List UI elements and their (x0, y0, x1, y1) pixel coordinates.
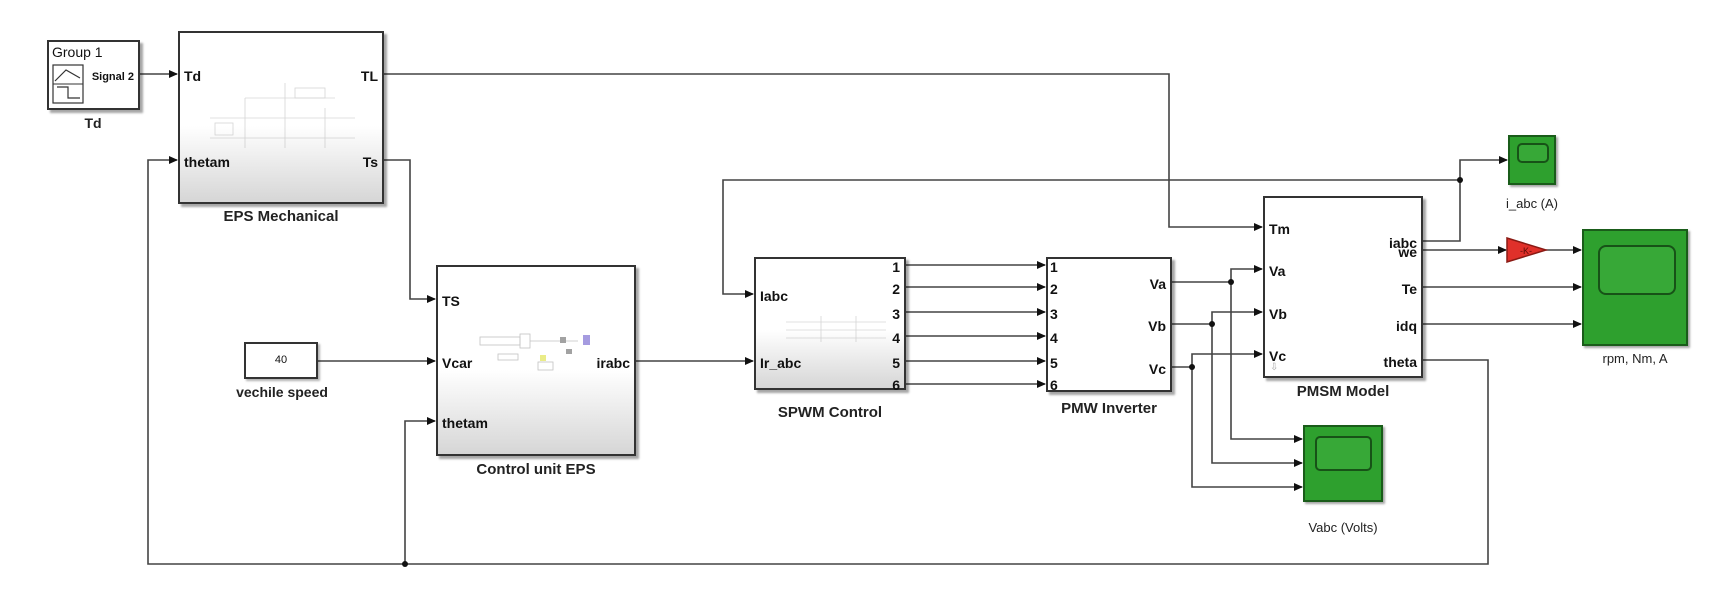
wire-vc-scope (1191, 367, 1303, 491)
scope-screen-icon (1315, 436, 1372, 471)
port-thetam: thetam (184, 154, 230, 170)
port-out-4: 4 (892, 330, 900, 346)
port-in-3: 3 (1050, 306, 1058, 322)
junction-dot (1209, 321, 1215, 327)
port-thetam-in: thetam (442, 415, 488, 431)
port-ts-in: TS (442, 293, 460, 309)
signal-builder-block[interactable]: Group 1 Signal 2 (47, 40, 140, 110)
port-we-label: we (1398, 244, 1417, 260)
port-vb-out: Vb (1148, 318, 1166, 334)
scope-vabc[interactable] (1303, 425, 1383, 502)
port-out-6: 6 (892, 377, 900, 393)
port-theta: theta (1383, 354, 1417, 370)
wire-tl-tm (384, 73, 1263, 231)
vehicle-speed-constant[interactable]: 40 (244, 342, 318, 379)
scope-screen-icon (1598, 245, 1676, 295)
port-in-1: 1 (1050, 259, 1058, 275)
gain-block: -K- (1506, 236, 1549, 264)
port-vc-in: Vc (1269, 348, 1287, 364)
port-idq: idq (1396, 318, 1417, 334)
spwm-control-block[interactable]: Iabc Ir_abc 1 2 3 4 5 6 (754, 257, 906, 393)
signal-builder-icon (52, 64, 84, 104)
port-iabc-out: iabc (1388, 235, 1417, 251)
signal-builder-name: Td (84, 115, 102, 131)
port-out-2: 2 (892, 281, 900, 297)
conn-port-icon: ⇩ (1270, 362, 1279, 373)
port-out-5: 5 (892, 355, 900, 371)
wire-theta-loop (147, 156, 1489, 565)
junction-dot (1457, 177, 1463, 183)
wire-va-scope (1230, 282, 1303, 443)
port-out-3: 3 (892, 306, 900, 322)
wire-vb (1172, 308, 1263, 325)
group-label: Group 1 (52, 44, 103, 60)
junction-dot (402, 561, 408, 567)
port-tl: TL (360, 68, 378, 84)
port-in-5: 5 (1050, 355, 1058, 371)
port-td: Td (184, 68, 202, 84)
signal-label: Signal 2 (91, 71, 134, 83)
pmsm-model-block[interactable]: Tm Va Vb Vc ⇩ iabc we we Te idq theta (1263, 196, 1423, 378)
eps-mechanical-block[interactable]: Td thetam TL Ts (178, 31, 384, 204)
wire-vc (1172, 350, 1263, 368)
scope-rpm-label: rpm, Nm, A (1602, 351, 1668, 366)
subsystem-preview-icon (210, 83, 355, 148)
port-va-in: Va (1269, 263, 1286, 279)
port-vcar: Vcar (442, 355, 473, 371)
eps-mechanical-label: EPS Mechanical (223, 208, 339, 225)
port-tm: Tm (1269, 221, 1290, 237)
control-unit-block[interactable]: TS Vcar thetam irabc (436, 265, 636, 456)
port-te: Te (1401, 281, 1417, 297)
wire-vb-scope (1211, 324, 1303, 467)
scope-rpm-nm-a[interactable] (1582, 229, 1688, 346)
port-iabc-in: Iabc (760, 288, 789, 304)
pmsm-model-label: PMSM Model (1296, 383, 1390, 400)
wire-theta-ctrl (404, 417, 436, 564)
port-vc-out: Vc (1148, 361, 1166, 377)
scope-iabc[interactable] (1508, 135, 1556, 185)
scope-iabc-label: i_abc (A) (1505, 196, 1559, 211)
port-in-6: 6 (1050, 377, 1058, 393)
port-in-2: 2 (1050, 281, 1058, 297)
port-va-out: Va (1149, 276, 1166, 292)
port-in-4: 4 (1050, 330, 1058, 346)
port-out-1: 1 (892, 259, 900, 275)
pmw-inverter-label: PMW Inverter (1061, 400, 1157, 417)
port-vb-in: Vb (1269, 306, 1287, 322)
wire-iabc-feedback (722, 179, 1461, 298)
scope-screen-icon (1517, 143, 1549, 163)
vehicle-speed-label: vechile speed (236, 384, 328, 400)
wire-va (1172, 265, 1263, 283)
port-ts: Ts (362, 154, 378, 170)
port-irabc: irabc (596, 355, 630, 371)
wire-iabc-scope (1459, 156, 1508, 180)
junction-dot (1228, 279, 1234, 285)
gain-symbol: -K- (1520, 246, 1532, 256)
wire-ts (384, 159, 436, 303)
subsystem-preview-icon (479, 333, 590, 371)
junction-dot (1189, 364, 1195, 370)
spwm-control-label: SPWM Control (777, 404, 883, 421)
subsystem-preview-icon (786, 316, 886, 342)
pmw-inverter-block[interactable]: 1 2 3 4 5 6 Va Vb Vc (1046, 257, 1172, 392)
constant-value: 40 (274, 354, 288, 366)
control-unit-label: Control unit EPS (476, 461, 596, 478)
scope-vabc-label: Vabc (Volts) (1308, 520, 1378, 535)
port-ir-abc: Ir_abc (760, 355, 802, 371)
